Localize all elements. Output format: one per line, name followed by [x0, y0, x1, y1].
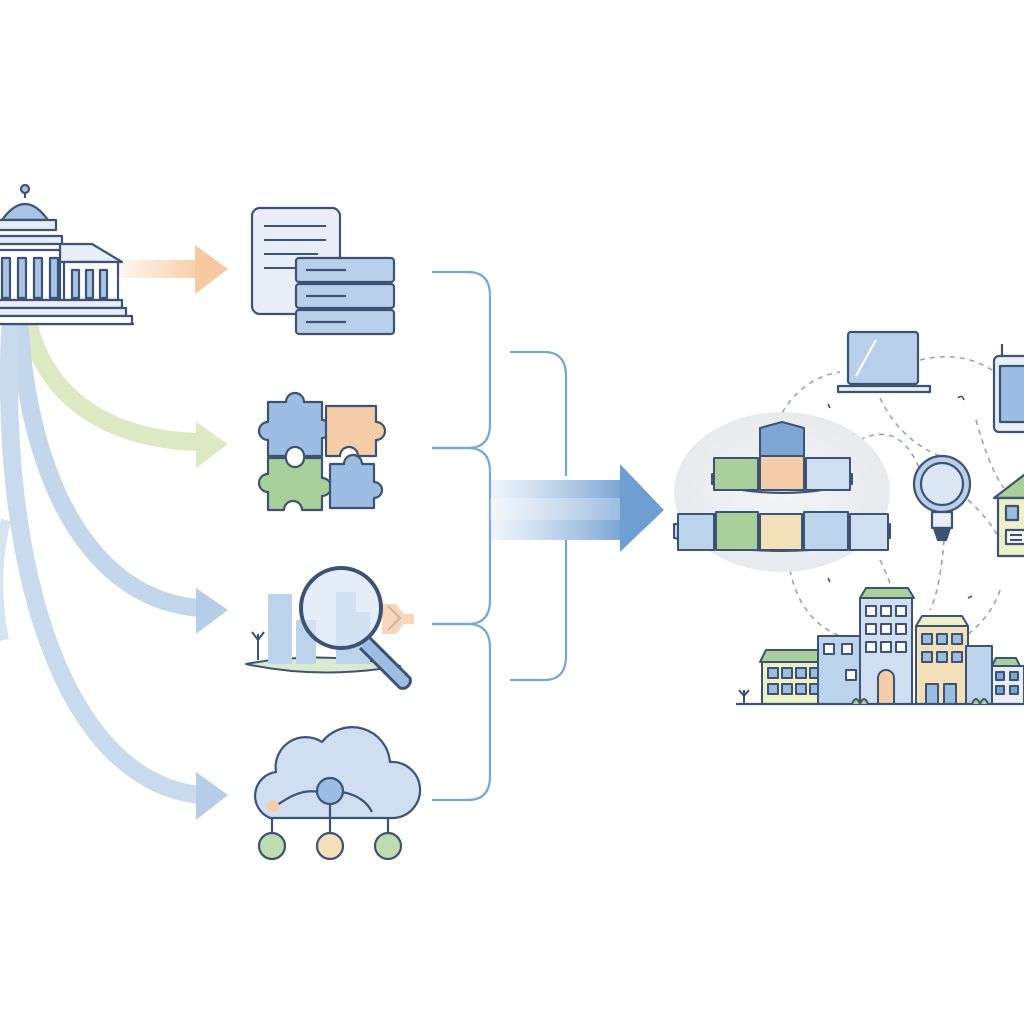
city-buildings-icon — [736, 587, 1024, 706]
curly-bracket-icon — [432, 270, 568, 802]
arrow-to-cloud-network — [0, 321, 228, 820]
tablet-icon — [992, 344, 1024, 434]
arrow-to-integration — [21, 321, 228, 468]
arrow-to-data-records — [118, 245, 228, 294]
magnifier-chart-icon — [245, 566, 414, 690]
puzzle-pieces-icon — [257, 391, 387, 512]
laptop-icon — [836, 330, 932, 394]
sparkle-marks — [827, 395, 973, 599]
documents-database-icon — [250, 206, 396, 336]
data-platform-icon — [673, 412, 891, 572]
cloud-network-icon — [254, 726, 422, 861]
source-arrows — [0, 245, 228, 820]
main-flow-arrow — [490, 464, 664, 552]
arrow-to-analysis — [11, 321, 228, 634]
lightbulb-icon — [912, 454, 972, 542]
smart-house-icon — [992, 473, 1024, 558]
government-building-icon — [0, 183, 134, 326]
